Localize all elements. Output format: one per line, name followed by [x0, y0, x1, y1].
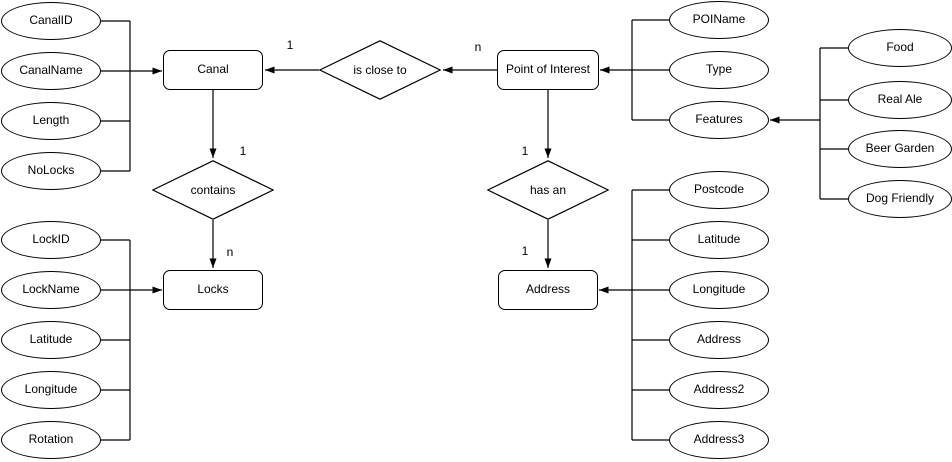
attribute-type: Type	[669, 51, 769, 89]
attribute-label: Address	[696, 332, 742, 347]
relationship-has-an: has an	[487, 160, 609, 220]
diamond-shape	[152, 160, 274, 220]
attribute-address: Address	[669, 321, 769, 359]
attribute-label: Type	[705, 62, 732, 77]
cardinality-has-an-address: 1	[521, 244, 529, 258]
attribute-dog-friendly: Dog Friendly	[848, 180, 952, 218]
attribute-lockid: LockID	[1, 221, 101, 259]
edge-poi-attributes-bus	[631, 19, 669, 121]
attribute-label: LockID	[32, 232, 70, 247]
attribute-label: Latitude	[697, 232, 741, 247]
attribute-address2: Address2	[669, 371, 769, 409]
relationship-label: is close to	[353, 63, 407, 77]
entity-address: Address	[498, 270, 598, 310]
attribute-lockname: LockName	[1, 271, 101, 309]
relationship-label: has an	[529, 183, 567, 197]
attribute-label: Postcode	[693, 182, 745, 197]
attribute-postcode: Postcode	[669, 171, 769, 209]
attribute-label: CanalID	[29, 13, 73, 28]
edge-address-attributes-bus	[631, 189, 669, 441]
entity-point-of-interest: Point of Interest	[497, 50, 599, 90]
attribute-length: Length	[1, 102, 101, 140]
relationship-is-close-to: is close to	[319, 40, 441, 100]
attribute-features: Features	[669, 101, 769, 139]
cardinality-canal-is-close-to: 1	[286, 38, 294, 52]
attribute-label: Address2	[693, 382, 745, 397]
entity-label: Canal	[197, 62, 229, 77]
attribute-poiname: POIName	[669, 1, 769, 39]
cardinality-poi-has-an: 1	[521, 144, 529, 158]
attribute-label: Rotation	[28, 432, 74, 447]
attribute-label: Length	[32, 113, 70, 128]
attribute-address-longitude: Longitude	[669, 271, 769, 309]
edge-canal-attributes-bus	[101, 20, 131, 172]
attribute-label: Latitude	[29, 332, 73, 347]
attribute-label: Beer Garden	[865, 141, 935, 156]
attribute-label: Address3	[693, 432, 745, 447]
attribute-label: Longitude	[24, 382, 78, 397]
attribute-label: CanalName	[19, 63, 83, 78]
diamond-shape	[487, 160, 609, 220]
attribute-beer-garden: Beer Garden	[848, 130, 952, 168]
attribute-label: POIName	[692, 12, 746, 27]
attribute-food: Food	[848, 29, 952, 67]
attribute-nolocks: NoLocks	[1, 152, 101, 190]
attribute-locks-longitude: Longitude	[1, 371, 101, 409]
attribute-address3: Address3	[669, 421, 769, 459]
attribute-label: NoLocks	[27, 163, 75, 178]
attribute-label: Dog Friendly	[865, 191, 935, 206]
attribute-canalid: CanalID	[1, 2, 101, 40]
attribute-canalname: CanalName	[1, 52, 101, 90]
entity-canal: Canal	[163, 50, 263, 90]
attribute-locks-latitude: Latitude	[1, 321, 101, 359]
attribute-label: Food	[886, 40, 914, 55]
entity-label: Address	[525, 282, 571, 297]
entity-locks: Locks	[163, 270, 263, 310]
attribute-label: LockName	[22, 282, 80, 297]
cardinality-contains-locks: n	[226, 245, 234, 259]
attribute-rotation: Rotation	[1, 421, 101, 459]
attribute-label: Real Ale	[877, 92, 923, 107]
attribute-address-latitude: Latitude	[669, 221, 769, 259]
relationship-label: contains	[190, 183, 236, 197]
cardinality-poi-is-close-to: n	[474, 40, 482, 54]
edge-locks-attributes-bus	[101, 239, 131, 441]
attribute-label: Features	[695, 112, 743, 127]
attribute-real-ale: Real Ale	[848, 81, 952, 119]
entity-label: Point of Interest	[505, 62, 591, 77]
diamond-shape	[319, 40, 441, 100]
attribute-label: Longitude	[692, 282, 746, 297]
relationship-contains: contains	[152, 160, 274, 220]
edge-features-subattributes-bus	[819, 47, 848, 200]
cardinality-canal-contains: 1	[239, 144, 247, 158]
entity-label: Locks	[197, 282, 229, 297]
